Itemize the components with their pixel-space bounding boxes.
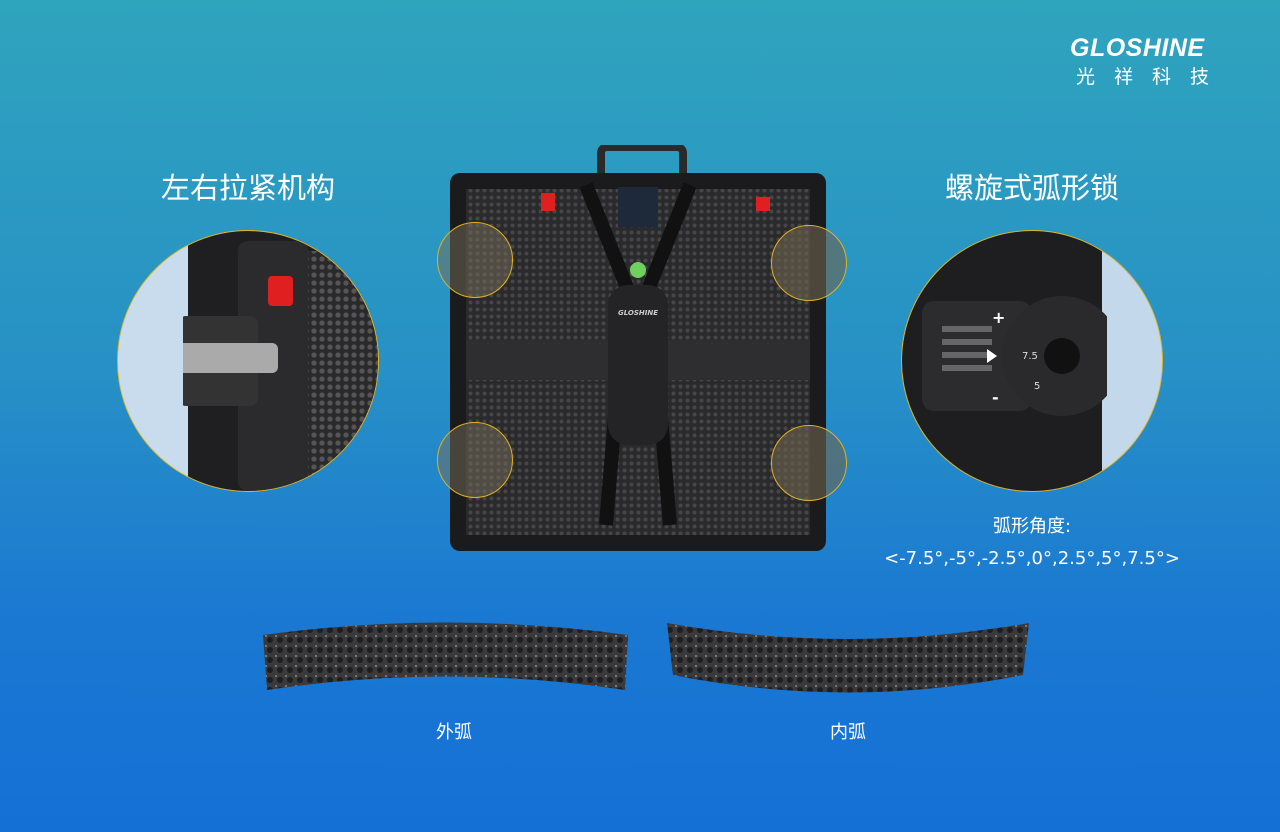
arc-angle-values: <-7.5°,-5°,-2.5°,0°,2.5°,5°,7.5°> — [884, 548, 1180, 569]
right-feature-title: 螺旋式弧形锁 — [944, 171, 1119, 205]
curved-panels — [263, 622, 1029, 693]
outer-arc-panel — [263, 622, 628, 690]
inner-arc-label: 内弧 — [830, 722, 866, 743]
arc-lock-illustration: + 7.5 5 - — [902, 231, 1162, 491]
led-cabinet-rear-view: GLOSHINE — [437, 143, 847, 555]
tension-mechanism-illustration — [118, 231, 378, 491]
dial-7-5: 7.5 — [1022, 351, 1038, 362]
dial-5: 5 — [1034, 381, 1040, 392]
brand-subtitle: 光祥科技 — [1076, 66, 1229, 88]
outer-arc-label: 外弧 — [436, 722, 472, 743]
inner-arc-panel — [667, 623, 1029, 693]
cabinet-logo: GLOSHINE — [618, 309, 658, 317]
arc-angle-label: 弧形角度: — [992, 516, 1072, 537]
arc-lock-highlight-bottom — [771, 425, 847, 501]
tension-mechanism-detail — [117, 230, 379, 492]
arc-lock-highlight-top — [771, 225, 847, 301]
tension-highlight-bottom — [437, 422, 513, 498]
cabinet-illustration: GLOSHINE — [450, 143, 826, 551]
dial-plus: + — [992, 308, 1005, 327]
arc-lock-detail: + 7.5 5 - — [901, 230, 1163, 492]
tension-highlight-top — [437, 222, 513, 298]
left-feature-title: 左右拉紧机构 — [160, 171, 335, 205]
brand-logo: GLOSHINE — [1070, 34, 1205, 62]
dial-minus: - — [992, 388, 999, 407]
